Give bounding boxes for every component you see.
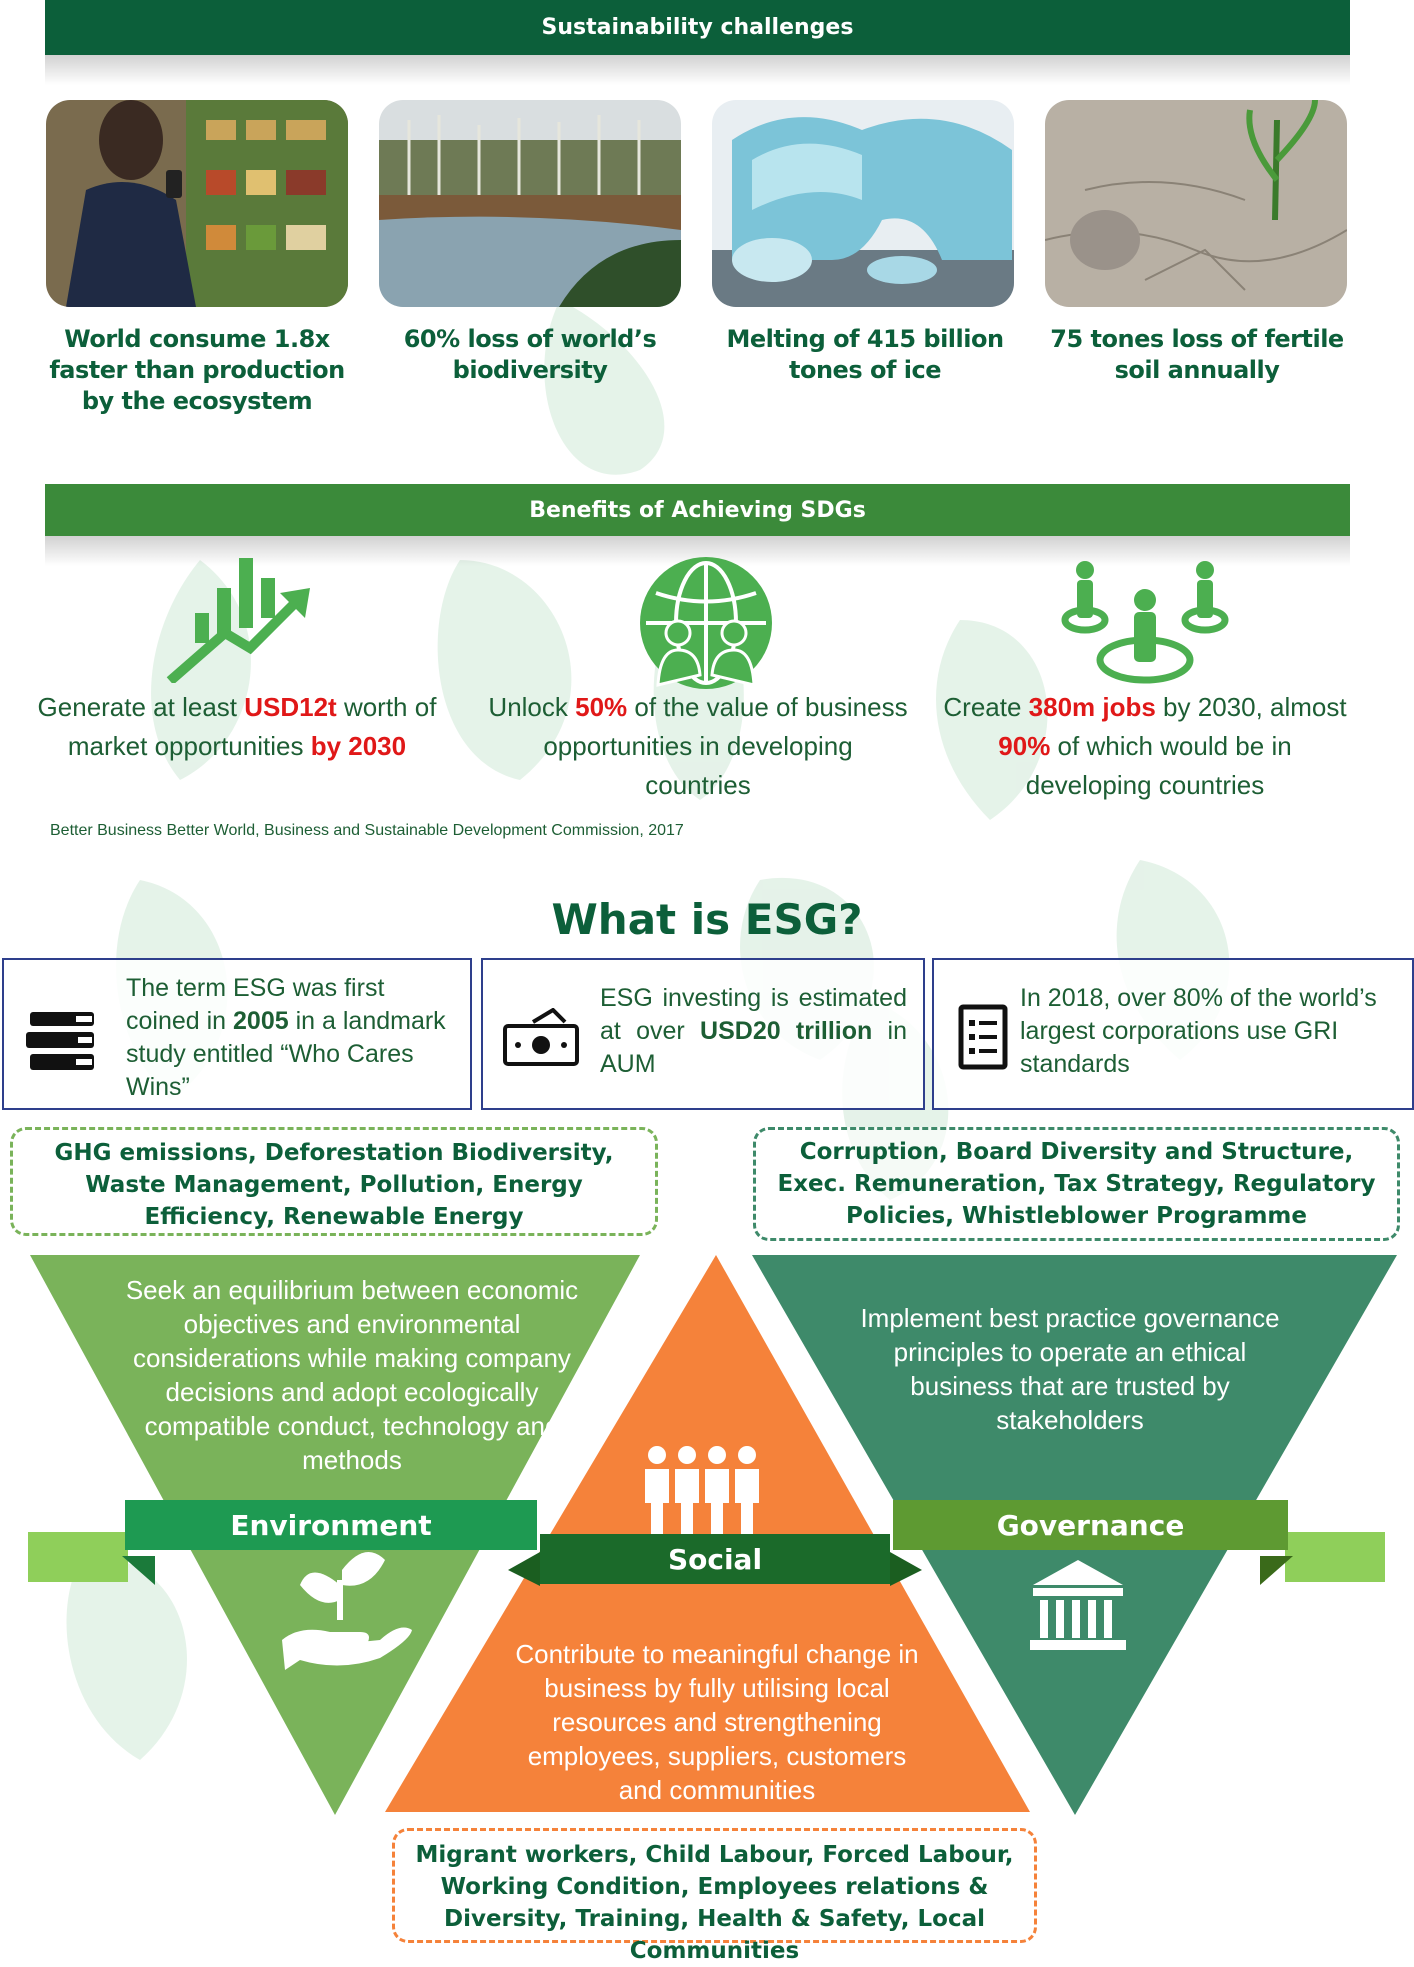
governance-side-tab [1285, 1532, 1385, 1582]
social-description: Contribute to meaningful change in busin… [515, 1639, 919, 1805]
benefit-value-pre: Unlock [488, 692, 576, 722]
benefit-market-mid: worth of market opportunities [67, 692, 437, 761]
global-partnership-icon [640, 557, 772, 689]
plant-hand-icon [282, 1552, 412, 1670]
benefit-value-mid: of the value of business opportunities i… [543, 692, 908, 800]
photo-soil [1045, 100, 1347, 307]
benefits-source: Better Business Better World, Business a… [50, 822, 684, 839]
growth-chart-icon [166, 558, 310, 683]
people-network-icon [1061, 561, 1229, 684]
benefit-jobs-share: 90% [998, 731, 1051, 761]
environment-side-tab [28, 1532, 128, 1582]
fact-investing-amount: USD20 trillion [700, 1017, 873, 1045]
social-ribbon-fold-left [508, 1552, 540, 1586]
environment-topics: GHG emissions, Deforestation Biodiversit… [10, 1127, 658, 1236]
fact-origin-text: The term ESG was first coined in 2005 in… [126, 972, 446, 1104]
benefit-market-highlight: USD12t [244, 692, 337, 722]
benefit-market: Generate at least USD12t worth of market… [27, 688, 447, 766]
challenge-caption-soil: 75 tones loss of fertile soil annually [1050, 325, 1344, 384]
challenges-title: Sustainability challenges [541, 15, 854, 40]
fact-origin-year: 2005 [233, 1007, 289, 1035]
photo-shopping [46, 100, 348, 307]
environment-description: Seek an equilibrium between economic obj… [125, 1275, 579, 1475]
environment-ribbon-fold [122, 1556, 155, 1585]
benefit-jobs-highlight: 380m jobs [1028, 692, 1156, 722]
governance-description: Implement best practice governance princ… [860, 1303, 1280, 1435]
benefit-jobs-post: of which would be in developing countrie… [1025, 731, 1292, 800]
challenges-banner: Sustainability challenges [45, 0, 1350, 55]
fact-investing-text: ESG investing is estimated at over USD20… [600, 982, 907, 1081]
fact-origin-post: in a landmark study entitled “Who Cares … [126, 1007, 446, 1101]
fact-gri-text: In 2018, over 80% of the world’s largest… [1020, 984, 1377, 1078]
benefit-value-highlight: 50% [575, 692, 628, 722]
fact-origin-pre: The term ESG was first coined in [126, 974, 385, 1035]
benefit-jobs-pre: Create [943, 692, 1029, 722]
benefit-jobs-mid: by 2030, almost [1155, 692, 1347, 722]
benefit-jobs: Create 380m jobs by 2030, almost 90% of … [935, 688, 1355, 805]
money-icon [503, 1008, 579, 1066]
challenge-caption-consumption: World consume 1.8x faster than productio… [49, 325, 345, 415]
fact-box-origin: The term ESG was first coined in 2005 in… [2, 958, 472, 1110]
checklist-icon [958, 1004, 1008, 1070]
books-icon [26, 1012, 94, 1070]
benefits-title: Benefits of Achieving SDGs [529, 497, 866, 523]
social-topics: Migrant workers, Child Labour, Forced La… [392, 1828, 1037, 1964]
social-triangle [385, 1255, 1030, 1812]
fact-box-investing: ESG investing is estimated at over USD20… [481, 958, 925, 1110]
challenge-caption-biodiversity: 60% loss of world’s biodiversity [403, 325, 657, 384]
challenge-caption-ice: Melting of 415 billion tones of ice [726, 325, 1004, 384]
fact-investing-post: in AUM [600, 1017, 908, 1078]
benefit-value: Unlock 50% of the value of business oppo… [488, 688, 908, 805]
photo-deforestation [379, 100, 681, 307]
benefit-market-pre: Generate at least [37, 692, 245, 722]
esg-title: What is ESG? [551, 895, 863, 944]
benefit-market-year: by 2030 [310, 731, 407, 761]
benefits-banner: Benefits of Achieving SDGs [45, 484, 1350, 536]
governance-ribbon-fold [1260, 1556, 1293, 1585]
fact-box-gri: In 2018, over 80% of the world’s largest… [932, 958, 1414, 1110]
people-icon [645, 1446, 759, 1545]
social-ribbon-fold-right [890, 1552, 922, 1586]
challenges-banner-shadow [45, 55, 1350, 85]
governance-topics: Corruption, Board Diversity and Structur… [753, 1127, 1400, 1241]
fact-investing-pre: ESG investing is estimated at over [600, 984, 907, 1045]
photo-iceberg [712, 100, 1014, 307]
social-label: Social [540, 1534, 890, 1584]
governance-label: Governance [893, 1500, 1288, 1550]
environment-label: Environment [125, 1500, 537, 1550]
institution-icon [1030, 1560, 1126, 1650]
